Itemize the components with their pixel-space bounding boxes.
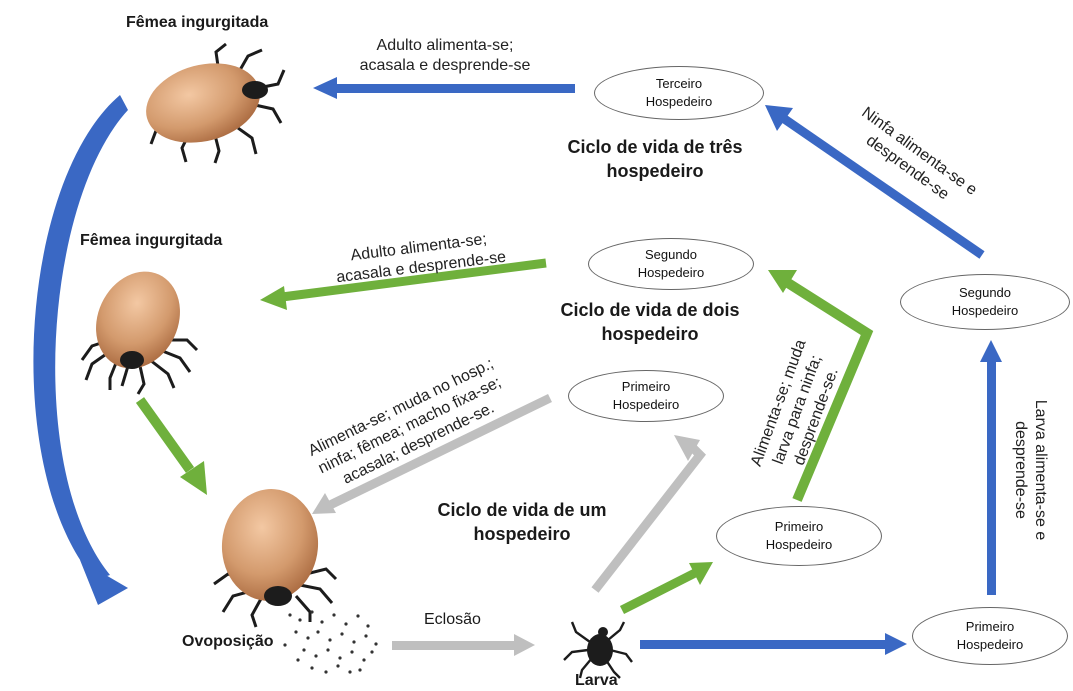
host-first-bottom-right-line1: Primeiro [965, 619, 1015, 634]
host-second-right-line1: Segundo [958, 285, 1012, 300]
arrow-hatching [392, 641, 517, 650]
arrow-third-to-female [335, 84, 575, 93]
note-larva-right: Larva alimenta-se e desprende-se [1010, 375, 1050, 565]
hatching-label: Eclosão [424, 611, 481, 628]
larva-label: Larva [575, 672, 618, 689]
curved-blue-arrow-head [80, 560, 128, 605]
eggs [283, 610, 378, 674]
cycle-three-host-title-line1: Ciclo de vida de três [567, 137, 743, 157]
arrow-first-to-second-right [987, 360, 996, 595]
arrow-larva-to-first-lower [619, 568, 698, 615]
arrow-second-to-third [780, 114, 985, 259]
note-larva-right-line1: Larva alimenta-se e [1032, 399, 1049, 541]
cycle-one-host-title-line2: hospedeiro [473, 524, 571, 544]
cycle-one-host-title-line1: Ciclo de vida de um [437, 500, 607, 520]
arrow-first-to-second-center [785, 278, 874, 502]
cycle-three-host-title: Ciclo de vida de três hospedeiro [545, 135, 765, 183]
cycle-two-host-title-line2: hospedeiro [601, 324, 699, 344]
host-third-line1: Terceiro [655, 76, 703, 91]
female-mid-label: Fêmea ingurgitada [80, 232, 223, 249]
arrow-second-to-female-head [260, 286, 287, 310]
arrow-female-to-oviposition-head [180, 461, 207, 495]
host-first-center-line1: Primeiro [621, 379, 671, 394]
cycle-three-host-title-line2: hospedeiro [606, 161, 704, 181]
host-first-lower-line2: Hospedeiro [765, 537, 833, 552]
note-larva-right-line2: desprende-se [1012, 421, 1029, 519]
note-adult-top-line2: acasala e desprende-se [359, 57, 531, 74]
cycle-one-host-title: Ciclo de vida de um hospedeiro [412, 498, 632, 546]
arrow-larva-to-first-right-head [885, 633, 907, 655]
oviposition-tick [213, 489, 338, 628]
host-second-right-line2: Hospedeiro [951, 303, 1019, 318]
arrow-larva-to-first-right [640, 640, 890, 649]
arrow-first-to-second-right-head [980, 340, 1002, 362]
arrow-female-to-oviposition [135, 397, 195, 473]
arrow-second-to-female [281, 258, 547, 302]
engorged-tick-top [146, 42, 286, 164]
arrow-third-to-female-head [313, 77, 337, 99]
arrow-larva-to-first-center-head [674, 435, 700, 461]
engorged-tick-mid [80, 271, 199, 395]
host-first-bottom-right-line2: Hospedeiro [956, 637, 1024, 652]
host-first-center-line2: Hospedeiro [612, 397, 680, 412]
arrow-first-to-oviposition-head [312, 493, 336, 514]
note-adult-top-line1: Adulto alimenta-se; [376, 37, 514, 54]
host-second-center-line1: Segundo [644, 247, 698, 262]
female-top-label: Fêmea ingurgitada [126, 14, 269, 31]
oviposition-label: Ovoposição [182, 633, 274, 650]
host-first-lower-line1: Primeiro [774, 519, 824, 534]
cycle-two-host-title-line1: Ciclo de vida de dois [560, 300, 740, 320]
curved-blue-arrow [33, 95, 128, 580]
arrow-second-to-third-head [765, 105, 793, 131]
arrow-hatching-head [514, 634, 535, 656]
host-third-line2: Hospedeiro [645, 94, 713, 109]
larva-tick [563, 621, 633, 679]
arrow-larva-to-first-lower-head [689, 562, 713, 585]
arrow-first-to-oviposition [328, 393, 552, 510]
note-adult-top: Adulto alimenta-se; acasala e desprende-… [345, 36, 545, 76]
host-second-center-line2: Hospedeiro [637, 265, 705, 280]
cycle-two-host-title: Ciclo de vida de dois hospedeiro [540, 298, 760, 346]
arrow-first-to-second-center-head [768, 270, 797, 293]
